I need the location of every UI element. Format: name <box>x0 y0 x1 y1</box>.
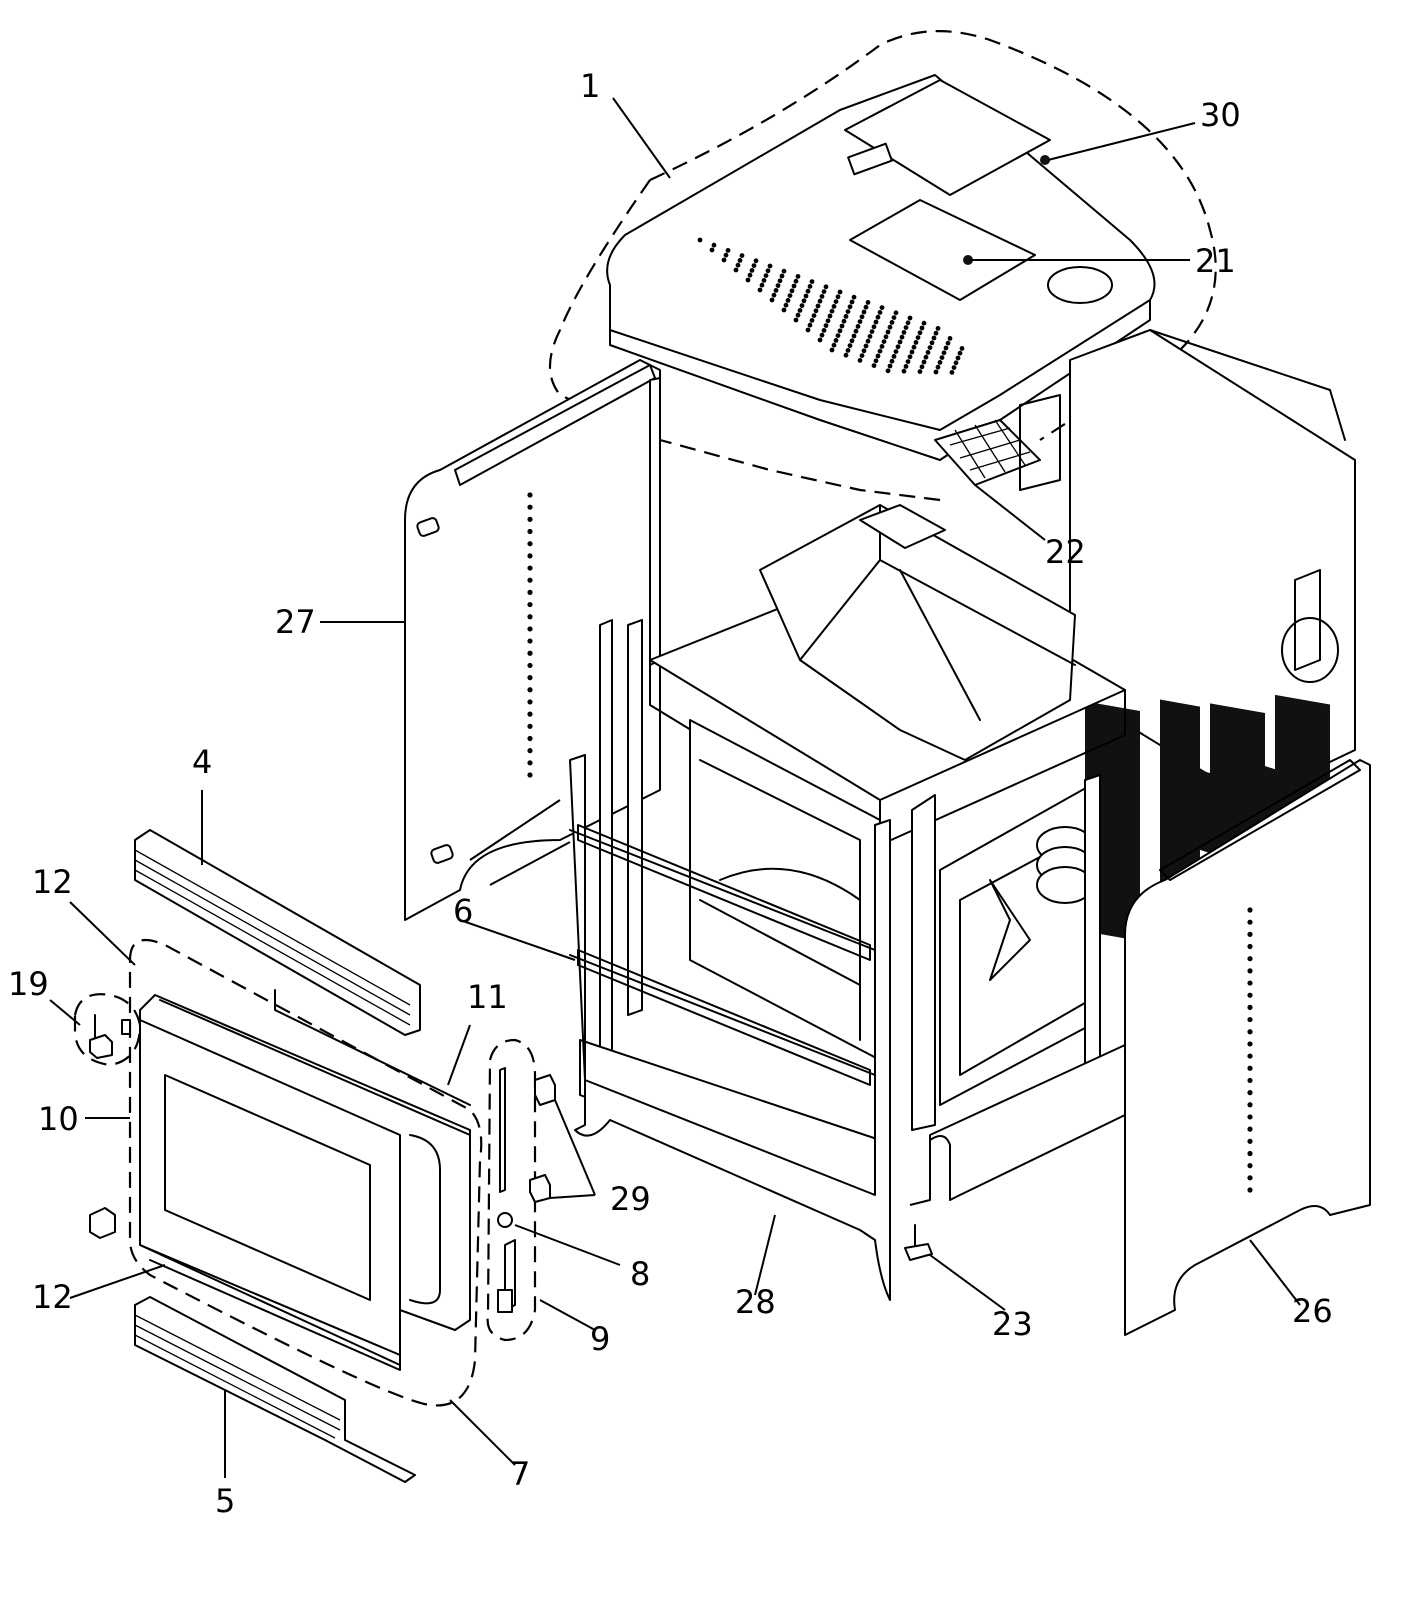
stove-body-frame <box>579 377 1126 1211</box>
callout-7: 7 <box>510 1455 530 1493</box>
callout-11: 11 <box>467 978 508 1016</box>
left-panel-dotted-holes <box>527 492 533 778</box>
callout-5: 5 <box>215 1482 235 1520</box>
callout-4: 4 <box>192 743 212 781</box>
top-vent-holes <box>697 237 965 375</box>
callout-27: 27 <box>275 603 316 641</box>
top-trim-bar <box>134 829 421 1036</box>
callout-30: 30 <box>1200 96 1241 134</box>
callout-8: 8 <box>630 1255 650 1293</box>
right-panel-dotted-holes <box>1247 907 1253 1193</box>
callout-22: 22 <box>1045 533 1086 571</box>
callout-29: 29 <box>610 1180 651 1218</box>
callout-12-bottom: 12 <box>32 1278 73 1316</box>
door-assembly <box>89 938 483 1407</box>
adjustable-foot <box>904 1224 933 1261</box>
bottom-trim-bar <box>134 1296 416 1483</box>
door-handle-part <box>73 993 142 1067</box>
callout-28: 28 <box>735 1283 776 1321</box>
left-side-panel <box>404 359 661 921</box>
callout-1: 1 <box>580 67 600 105</box>
callout-23: 23 <box>992 1305 1033 1343</box>
callout-26: 26 <box>1292 1292 1333 1330</box>
front-frame <box>569 754 891 1301</box>
callout-9: 9 <box>590 1320 610 1358</box>
screw-21 <box>963 255 973 265</box>
callout-12-top: 12 <box>32 863 73 901</box>
callout-21: 21 <box>1195 242 1236 280</box>
callout-labels: 1 30 21 22 27 4 12 19 6 11 10 29 8 12 28… <box>8 67 1333 1520</box>
right-side-panel <box>1124 759 1371 1336</box>
top-cover-assembly <box>549 30 1217 502</box>
screw-30 <box>1040 155 1050 165</box>
callout-10: 10 <box>38 1100 79 1138</box>
callout-19: 19 <box>8 965 49 1003</box>
callout-6: 6 <box>453 892 473 930</box>
leader-lines <box>49 97 1301 1478</box>
hinge-assembly <box>486 1038 556 1342</box>
